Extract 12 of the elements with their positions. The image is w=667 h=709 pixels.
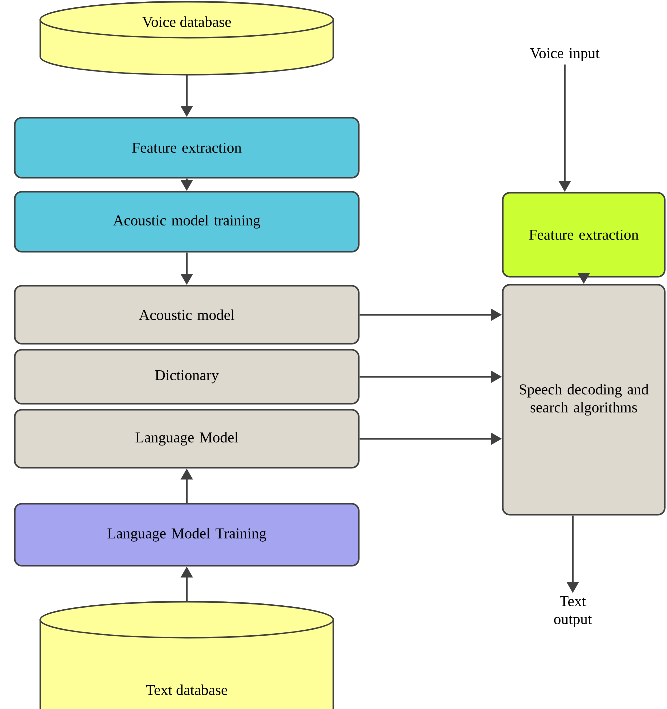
process-box: Feature extraction xyxy=(502,192,666,278)
text-label: Voice input xyxy=(530,48,600,62)
process-box: Speech decoding and search algorithms xyxy=(502,284,666,516)
process-box: Acoustic model training xyxy=(14,191,360,253)
process-box: Language Model Training xyxy=(14,503,360,567)
process-box: Feature extraction xyxy=(14,117,360,179)
text-label: Text output xyxy=(554,596,592,628)
process-box: Dictionary xyxy=(14,349,360,405)
process-box: Acoustic model xyxy=(14,285,360,345)
database-cylinder: Voice database xyxy=(40,1,334,76)
process-box: Language Model xyxy=(14,409,360,469)
database-cylinder: Text database xyxy=(40,601,334,709)
